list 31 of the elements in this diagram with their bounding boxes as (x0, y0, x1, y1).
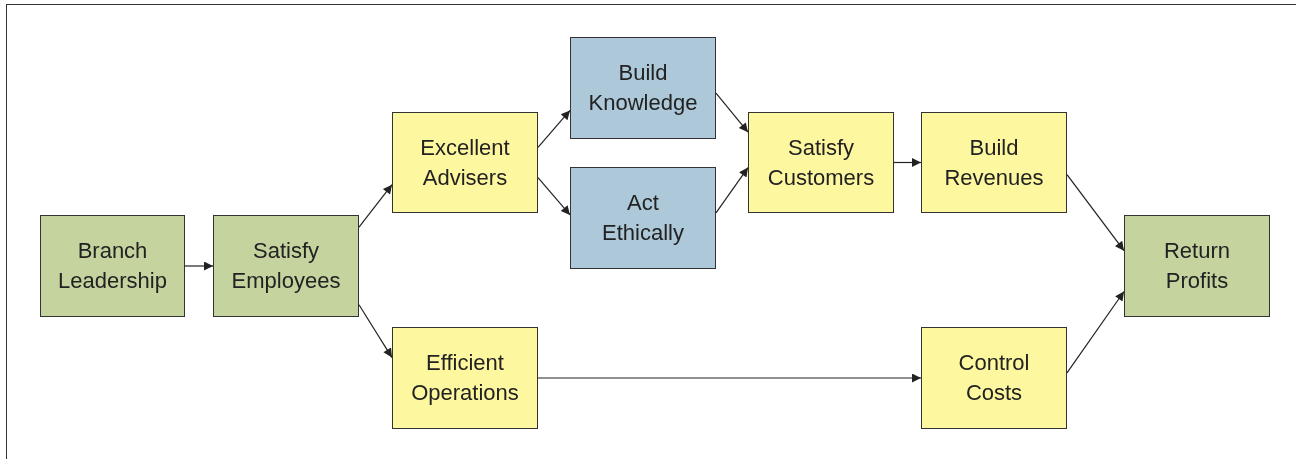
box-label: Act Ethically (601, 189, 685, 247)
box-label: Build Knowledge (587, 59, 699, 117)
box-label: Build Revenues (943, 133, 1045, 192)
arrow (358, 184, 393, 228)
arrow (537, 109, 571, 148)
arrow (715, 92, 749, 133)
process-box (392, 327, 538, 429)
process-box (921, 327, 1067, 429)
arrow (1066, 290, 1125, 374)
arrow (184, 261, 214, 271)
box-label: Branch Leadership (57, 237, 168, 295)
process-box (213, 215, 359, 317)
process-box (570, 37, 716, 139)
process-box (1124, 215, 1270, 317)
arrow (537, 177, 571, 216)
process-box (40, 215, 185, 317)
arrow (537, 373, 922, 383)
box-label: Excellent Advisers (419, 133, 511, 192)
process-box (570, 167, 716, 269)
process-box (921, 112, 1067, 213)
process-box (392, 112, 538, 213)
arrow (1066, 174, 1125, 252)
box-label: Efficient Operations (410, 349, 520, 407)
box-label: Satisfy Employees (230, 237, 342, 295)
box-label: Control Costs (957, 349, 1031, 407)
arrow (715, 166, 749, 214)
arrow (358, 304, 393, 359)
process-box (748, 112, 894, 213)
box-label: Return Profits (1162, 237, 1231, 295)
box-label: Satisfy Customers (766, 133, 876, 192)
arrow (893, 158, 922, 167)
